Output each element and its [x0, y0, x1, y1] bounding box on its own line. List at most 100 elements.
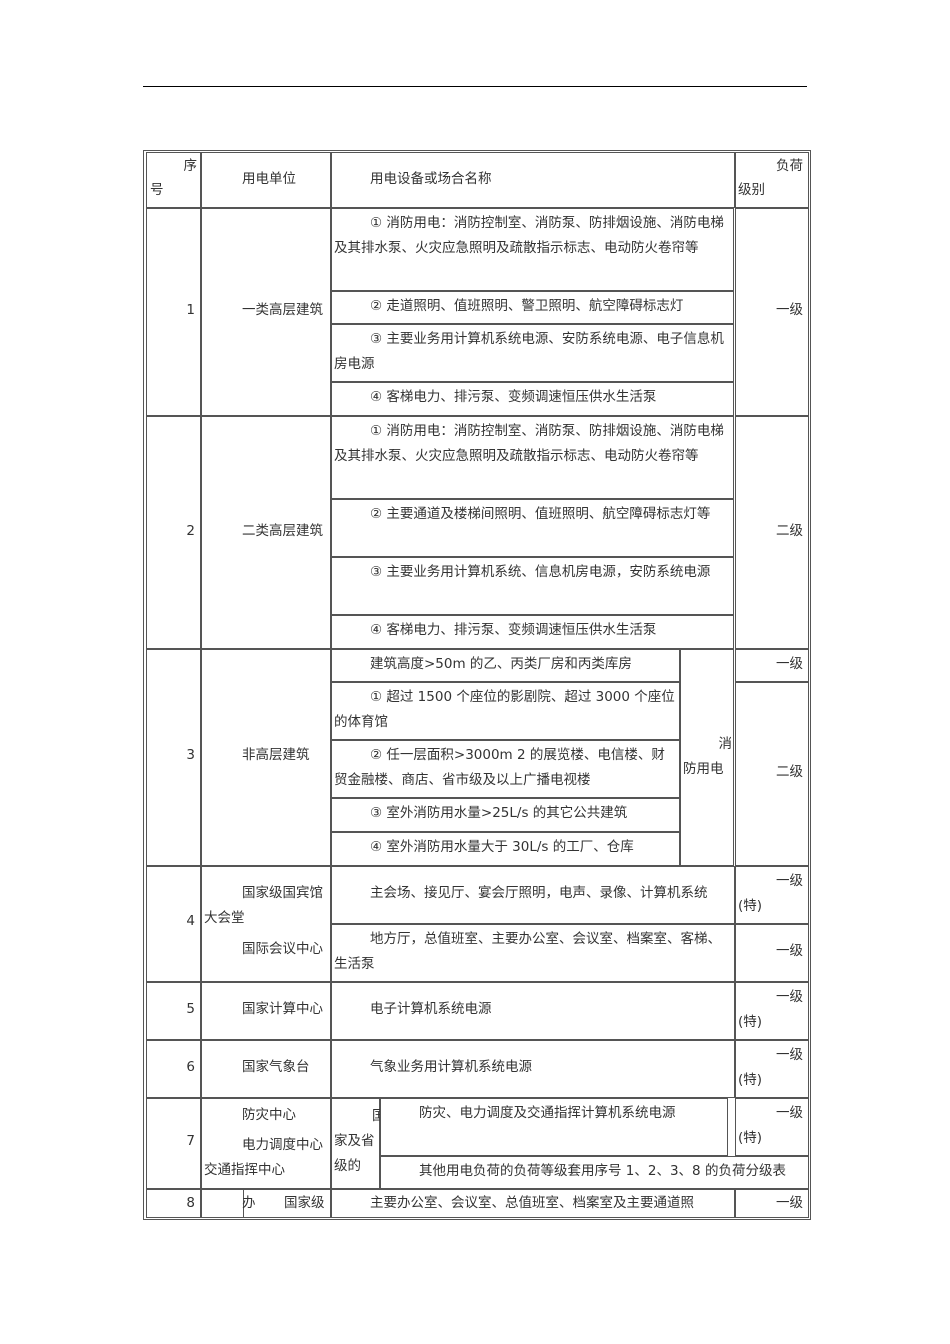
row6-unit-cell: 国家气象台 — [201, 1040, 331, 1098]
row6-level-2: (特) — [738, 1072, 763, 1088]
row1-level-cell: 一级 — [735, 208, 809, 416]
row2-seq-cell: 2 — [146, 416, 201, 649]
row3-item-3: ② 任一层面积>3000m 2 的展览楼、电信楼、财贸金融楼、商店、省市级及以上… — [331, 740, 680, 798]
row3-side-cell: 消 防用电 — [680, 649, 734, 866]
row3-item-4: ③ 室外消防用水量>25L/s 的其它公共建筑 — [331, 798, 680, 832]
row1-item-2: ② 走道照明、值班照明、警卫照明、航空障碍标志灯 — [331, 291, 734, 324]
row4-seq: 4 — [186, 913, 195, 929]
row4-level-a1: 一级 — [776, 873, 803, 889]
header-rule — [143, 86, 807, 87]
row7-sub-3: 级的 — [334, 1158, 361, 1174]
row7-item-a: 防灾、电力调度及交通指挥计算机系统电源 — [380, 1098, 728, 1156]
header-seq-bottom: 号 — [150, 182, 164, 198]
row2-seq: 2 — [186, 523, 195, 539]
row7-level-1: 一级 — [776, 1105, 803, 1121]
header-unit: 用电单位 — [242, 171, 296, 187]
row8-unit-divider — [243, 1190, 244, 1217]
row8-unit-a: 办 — [242, 1195, 256, 1211]
row4-level-a-cell: 一级 (特) — [735, 866, 809, 924]
row2-item-3: ③ 主要业务用计算机系统、信息机房电源，安防系统电源 — [331, 557, 734, 615]
row7-seq-cell: 7 — [146, 1098, 201, 1189]
row5-seq: 5 — [186, 1001, 195, 1017]
load-level-table — [143, 150, 811, 1220]
row4-level-b-cell: 一级 — [735, 924, 809, 982]
header-equipment-cell: 用电设备或场合名称 — [331, 152, 735, 208]
row3-seq-cell: 3 — [146, 649, 201, 866]
row2-unit-cell: 二类高层建筑 — [201, 416, 331, 649]
row3-level-a: 一级 — [776, 656, 803, 672]
header-seq-cell: 序 号 — [146, 152, 201, 208]
row2-item-1: ① 消防用电：消防控制室、消防泵、防排烟设施、消防电梯及其排水泵、火灾应急照明及… — [331, 416, 734, 499]
row5-level-cell: 一级 (特) — [735, 982, 809, 1040]
header-level-cell: 负荷 级别 — [735, 152, 809, 208]
row4-item-b: 地方厅，总值班室、主要办公室、会议室、档案室、客梯、生活泵 — [331, 924, 735, 982]
row4-unit-b: 国际会议中心 — [242, 941, 323, 957]
row4-level-b: 一级 — [776, 943, 803, 959]
row2-unit: 二类高层建筑 — [242, 523, 323, 539]
row6-seq-cell: 6 — [146, 1040, 201, 1098]
row3-item-5: ④ 室外消防用水量大于 30L/s 的工厂、仓库 — [331, 832, 680, 866]
row1-level: 一级 — [776, 302, 803, 318]
row7-unit-2: 电力调度中心 — [242, 1137, 323, 1153]
row5-unit: 国家计算中心 — [242, 1001, 323, 1017]
row3-level-b-cell: 二级 — [735, 682, 809, 866]
row3-level-a-cell: 一级 — [735, 649, 809, 682]
row7-sub-2: 家及省 — [334, 1133, 375, 1149]
row4-unit-cell: 国家级国宾馆 大会堂 国际会议中心 — [201, 866, 331, 982]
row8-level-cell: 一级 — [735, 1189, 809, 1218]
row4-level-a2: (特) — [738, 898, 763, 914]
row7-sub-cell: 国 家及省 级的 — [331, 1098, 386, 1189]
row5-level-1: 一级 — [776, 989, 803, 1005]
row1-seq: 1 — [186, 302, 195, 318]
row6-unit: 国家气象台 — [242, 1059, 310, 1075]
row7-item-b: 其他用电负荷的负荷等级套用序号 1、2、3、8 的负荷分级表 — [380, 1156, 809, 1189]
row8-unit-cell: 办 国家级 — [201, 1189, 331, 1218]
row2-item-4: ④ 客梯电力、排污泵、变频调速恒压供水生活泵 — [331, 615, 734, 649]
row1-seq-cell: 1 — [146, 208, 201, 416]
row3-level-b: 二级 — [776, 764, 803, 780]
row5-unit-cell: 国家计算中心 — [201, 982, 331, 1040]
row1-item-1: ① 消防用电：消防控制室、消防泵、防排烟设施、消防电梯及其排水泵、火灾应急照明及… — [331, 208, 734, 291]
row4-unit-a1: 国家级国宾馆 — [242, 885, 323, 901]
row3-unit: 非高层建筑 — [242, 747, 310, 763]
row7-unit-3: 交通指挥中心 — [204, 1162, 285, 1178]
row2-item-2: ② 主要通道及楼梯间照明、值班照明、航空障碍标志灯等 — [331, 499, 734, 557]
header-level-top: 负荷 — [776, 158, 803, 174]
row8-unit-b: 国家级 — [284, 1195, 325, 1211]
row4-seq-cell: 4 — [146, 866, 201, 982]
row6-seq: 6 — [186, 1059, 195, 1075]
row3-unit-cell: 非高层建筑 — [201, 649, 331, 866]
row3-side-bottom: 防用电 — [683, 761, 724, 777]
row5-seq-cell: 5 — [146, 982, 201, 1040]
row8-level: 一级 — [776, 1195, 803, 1211]
row7-seq: 7 — [186, 1133, 195, 1149]
row3-item-1: 建筑高度>50m 的乙、丙类厂房和丙类库房 — [331, 649, 680, 682]
row1-item-3: ③ 主要业务用计算机系统电源、安防系统电源、电子信息机房电源 — [331, 324, 734, 382]
row8-seq: 8 — [186, 1195, 195, 1211]
header-unit-cell: 用电单位 — [201, 152, 331, 208]
row3-item-2: ① 超过 1500 个座位的影剧院、超过 3000 个座位的体育馆 — [331, 682, 680, 740]
row6-level-cell: 一级 (特) — [735, 1040, 809, 1098]
row5-level-2: (特) — [738, 1014, 763, 1030]
row8-seq-cell: 8 — [146, 1189, 201, 1218]
header-seq-top: 序 — [183, 158, 198, 174]
row1-item-4: ④ 客梯电力、排污泵、变频调速恒压供水生活泵 — [331, 382, 734, 416]
row8-item-cell: 主要办公室、会议室、总值班室、档案室及主要通道照 — [331, 1189, 735, 1218]
row2-level-cell: 二级 — [735, 416, 809, 649]
row3-seq: 3 — [186, 747, 195, 763]
row3-side-top: 消 — [718, 736, 733, 752]
header-level-bottom: 级别 — [738, 182, 765, 198]
row7-level-2: (特) — [738, 1130, 763, 1146]
row7-unit-1: 防灾中心 — [242, 1107, 296, 1123]
row1-unit-cell: 一类高层建筑 — [201, 208, 331, 416]
row4-item-a: 主会场、接见厅、宴会厅照明，电声、录像、计算机系统 — [331, 866, 735, 924]
row1-unit: 一类高层建筑 — [242, 302, 323, 318]
row2-level: 二级 — [776, 523, 803, 539]
row6-level-1: 一级 — [776, 1047, 803, 1063]
row4-unit-a2: 大会堂 — [204, 910, 245, 926]
row7-unit-cell: 防灾中心 电力调度中心 交通指挥中心 — [201, 1098, 331, 1189]
row5-item-cell: 电子计算机系统电源 — [331, 982, 735, 1040]
header-equipment: 用电设备或场合名称 — [370, 171, 492, 187]
row7-level-cell: 一级 (特) — [735, 1098, 809, 1156]
row6-item-cell: 气象业务用计算机系统电源 — [331, 1040, 735, 1098]
